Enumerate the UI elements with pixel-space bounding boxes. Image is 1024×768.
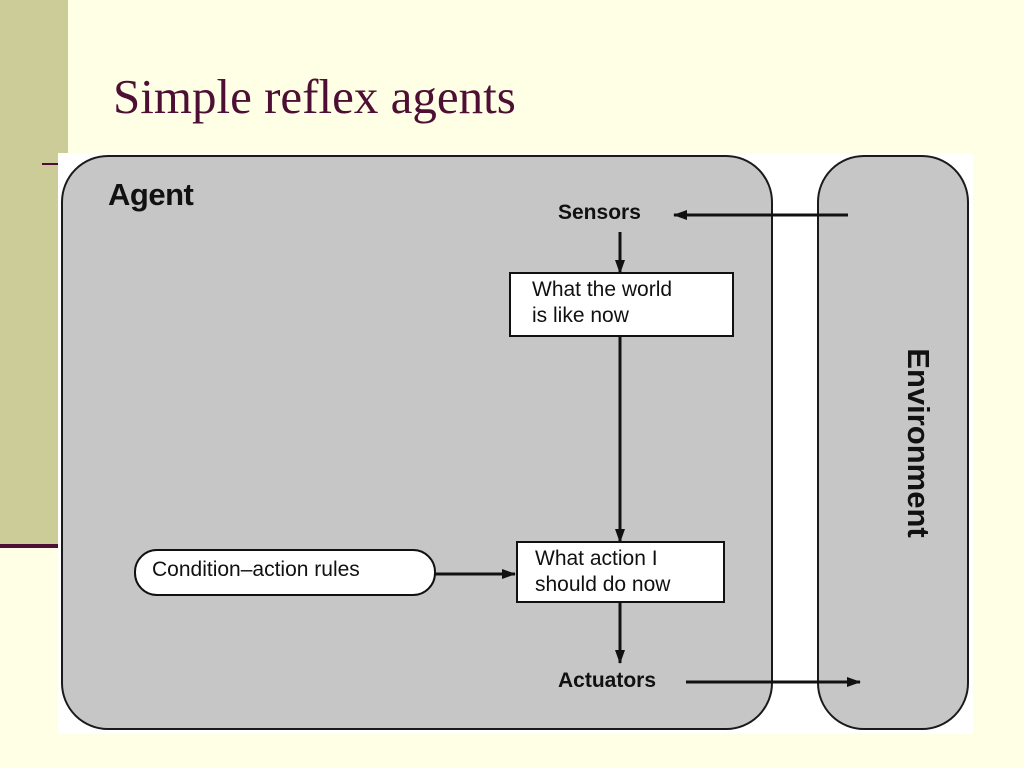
action-line: What action I bbox=[535, 547, 658, 570]
agent-panel bbox=[61, 155, 773, 730]
action-box bbox=[516, 541, 725, 603]
world-state-line: is like now bbox=[532, 304, 629, 327]
agent-diagram: Agent Sensors What the world is like now… bbox=[58, 153, 973, 734]
side-band bbox=[0, 0, 68, 548]
side-rule bbox=[0, 544, 62, 548]
environment-panel bbox=[817, 155, 969, 730]
title-rule bbox=[42, 163, 62, 165]
environment-label: Environment bbox=[901, 348, 936, 538]
actuators-label: Actuators bbox=[558, 669, 657, 692]
world-state-box bbox=[509, 272, 734, 337]
rules-label: Condition–action rules bbox=[152, 558, 360, 581]
world-state-text: What the world is like now bbox=[532, 277, 672, 329]
sensors-label: Sensors bbox=[558, 201, 641, 224]
slide-title: Simple reflex agents bbox=[113, 69, 516, 124]
world-state-line: What the world bbox=[532, 278, 673, 301]
agent-label: Agent bbox=[108, 177, 194, 212]
action-text: What action I should do now bbox=[535, 546, 670, 598]
action-line: should do now bbox=[535, 573, 671, 596]
diagram-graphics bbox=[61, 155, 969, 730]
